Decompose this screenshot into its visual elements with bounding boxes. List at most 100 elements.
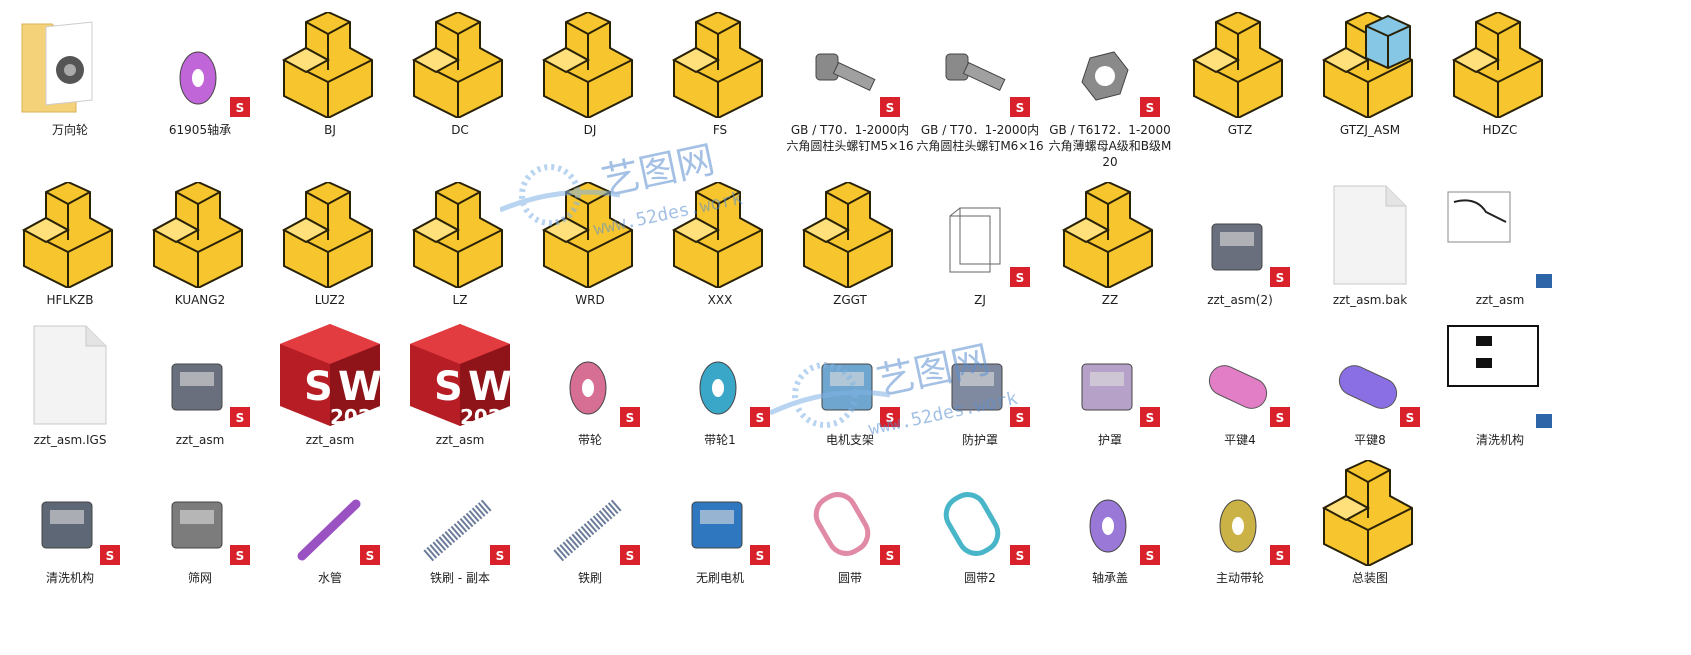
cover-clip-icon[interactable]: S (1055, 320, 1165, 428)
brush-icon[interactable]: S (535, 458, 645, 566)
washer-machine-icon[interactable]: S (15, 458, 125, 566)
assembly-icon[interactable] (1185, 10, 1295, 118)
blank-file-icon[interactable] (1315, 180, 1425, 288)
drawing-box-icon[interactable] (1445, 320, 1555, 428)
brush-icon[interactable]: S (405, 458, 515, 566)
wireframe-frame-icon[interactable]: S (925, 180, 1035, 288)
file-item[interactable]: LZ (396, 180, 524, 308)
bearing-ring-icon[interactable]: S (145, 10, 255, 118)
machine-icon[interactable]: S (1185, 180, 1295, 288)
blank-file-icon[interactable] (15, 320, 125, 428)
assembly-icon[interactable] (1055, 180, 1165, 288)
file-item[interactable]: zzt_asm (1436, 180, 1564, 308)
belt-teal-icon[interactable]: S (925, 458, 1035, 566)
pulley-pink-icon[interactable]: S (535, 320, 645, 428)
bearing-cap-icon[interactable]: S (1055, 458, 1165, 566)
assembly-icon[interactable] (1315, 458, 1425, 566)
file-name-label: GB / T70．1-2000内六角圆柱头螺钉M6×16 (916, 123, 1044, 153)
pipe-icon[interactable]: S (275, 458, 385, 566)
file-item[interactable]: FS (656, 10, 784, 138)
assembly-icon[interactable] (275, 10, 385, 118)
file-name-label: zzt_asm (435, 433, 485, 447)
file-item[interactable]: GTZ (1176, 10, 1304, 138)
belt-pink-icon[interactable]: S (795, 458, 905, 566)
assembly-icon[interactable] (1445, 10, 1555, 118)
file-item[interactable]: zzt_asm.bak (1306, 180, 1434, 308)
assembly-icon[interactable] (405, 10, 515, 118)
svg-text:S: S (496, 549, 505, 563)
key-pink-icon[interactable]: S (1185, 320, 1295, 428)
assembly-blue-icon[interactable] (1315, 10, 1425, 118)
file-item[interactable]: ZZ (1046, 180, 1174, 308)
file-item[interactable]: XXX (656, 180, 784, 308)
file-item[interactable]: HFLKZB (6, 180, 134, 308)
assembly-icon[interactable] (665, 10, 775, 118)
file-name-label: 平键8 (1354, 433, 1386, 447)
file-item[interactable]: 总装图 (1306, 458, 1434, 586)
file-name-label: FS (712, 123, 728, 137)
assembly-icon[interactable] (405, 180, 515, 288)
key-purple-icon[interactable]: S (1315, 320, 1425, 428)
file-item[interactable]: ZGGT (786, 180, 914, 308)
assembly-icon[interactable] (535, 180, 645, 288)
hex-nut-icon[interactable]: S (1055, 10, 1165, 118)
drive-pulley-icon[interactable]: S (1185, 458, 1295, 566)
assembly-icon[interactable] (665, 180, 775, 288)
file-item[interactable]: LUZ2 (266, 180, 394, 308)
guard-bar-icon[interactable]: S (925, 320, 1035, 428)
file-item[interactable]: GTZJ_ASM (1306, 10, 1434, 138)
motor-icon[interactable]: S (665, 458, 775, 566)
file-item[interactable]: S GB / T70．1-2000内六角圆柱头螺钉M6×16 (916, 10, 1044, 154)
assembly-icon[interactable] (535, 10, 645, 118)
mesh-panel-icon[interactable]: S (145, 458, 255, 566)
assembly-icon[interactable] (275, 180, 385, 288)
file-name-label: DC (451, 123, 469, 137)
bolt-icon[interactable]: S (795, 10, 905, 118)
file-item[interactable]: 万向轮 (6, 10, 134, 138)
file-item[interactable]: zzt_asm.IGS (6, 320, 134, 448)
file-item[interactable]: KUANG2 (136, 180, 264, 308)
folder-icon[interactable] (15, 10, 125, 118)
drawing-icon[interactable] (1445, 180, 1555, 288)
file-item[interactable]: DJ (526, 10, 654, 138)
motor-bracket-icon[interactable]: S (795, 320, 905, 428)
file-item[interactable]: S 平键8 (1306, 320, 1434, 448)
assembly-icon[interactable] (15, 180, 125, 288)
bolt-icon[interactable]: S (925, 10, 1035, 118)
assembly-icon[interactable] (795, 180, 905, 288)
file-item[interactable]: BJ (266, 10, 394, 138)
machine-icon[interactable]: S (145, 320, 255, 428)
assembly-icon[interactable] (145, 180, 255, 288)
file-item[interactable]: 清洗机构 (1436, 320, 1564, 448)
file-item[interactable]: WRD (526, 180, 654, 308)
file-item[interactable]: DC (396, 10, 524, 138)
pulley-teal-icon[interactable]: S (665, 320, 775, 428)
file-item[interactable]: HDZC (1436, 10, 1564, 138)
